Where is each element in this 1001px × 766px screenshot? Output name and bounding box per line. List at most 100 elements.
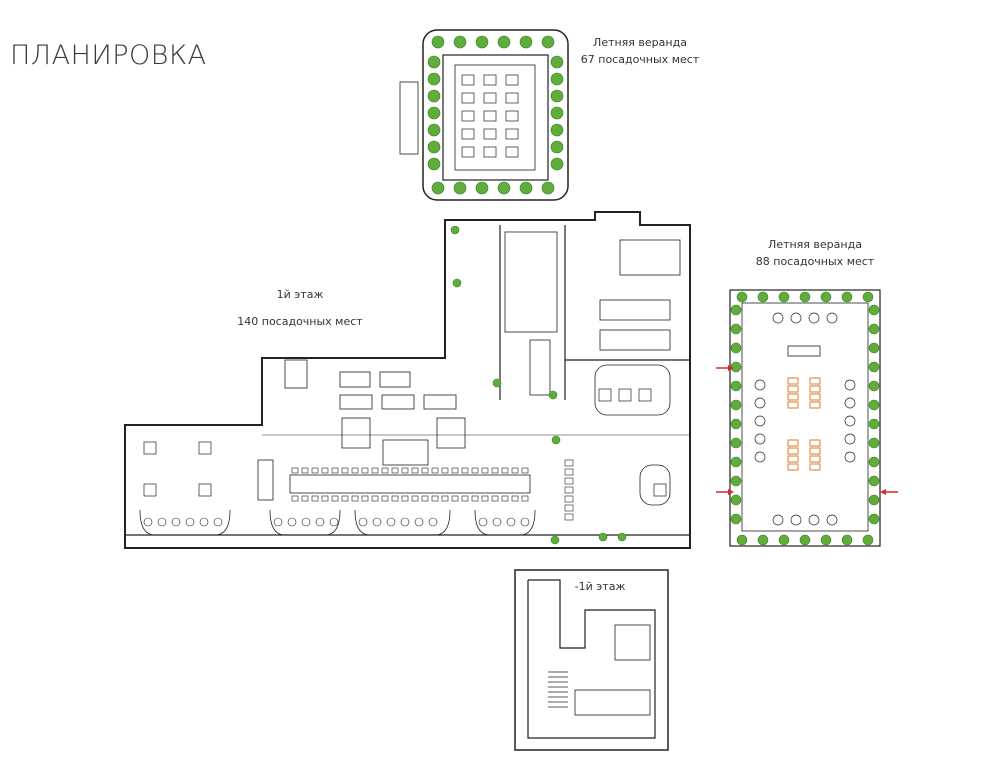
chair [521,495,529,502]
chair [441,495,449,502]
table [787,401,799,409]
chair [371,495,379,502]
table [844,397,856,409]
table [772,312,784,324]
chair [185,517,195,527]
entrance-arrow-icon [880,489,886,495]
floor-1-plan [124,211,691,549]
tree-icon [868,475,880,487]
floor-minus1-label: -1й этаж [574,580,626,593]
tree-icon [427,55,441,69]
chair [501,495,509,502]
table [790,514,802,526]
chair [351,467,359,474]
tree-icon [519,181,533,195]
table [198,441,212,455]
table [653,483,667,497]
tree-icon [550,123,564,137]
table [143,483,157,497]
table [483,146,497,158]
tree-icon [799,534,811,546]
tree-icon [730,380,742,392]
chair [511,495,519,502]
chair [361,495,369,502]
tree-icon [841,534,853,546]
chair [471,495,479,502]
tree-icon [868,456,880,468]
tree-icon [757,291,769,303]
tree-icon [730,399,742,411]
tree-icon [431,35,445,49]
tree-icon [862,534,874,546]
chair [564,486,574,494]
chair [478,517,488,527]
chair [321,495,329,502]
chair [331,495,339,502]
table [754,397,766,409]
table [505,128,519,140]
tree-icon [497,181,511,195]
table [618,388,632,402]
table [809,385,821,393]
tree-icon [497,35,511,49]
table [483,92,497,104]
table [826,514,838,526]
tree-icon [541,181,555,195]
chair [411,467,419,474]
tree-icon [757,534,769,546]
chair [491,467,499,474]
tree-icon [550,55,564,69]
tree-icon [736,534,748,546]
veranda-top-label: Летняя веранда 67 посадочных мест [570,34,710,68]
tree-icon [492,378,502,388]
table [143,441,157,455]
chair [329,517,339,527]
tree-icon [550,535,560,545]
tree-icon [617,532,627,542]
tree-icon [453,35,467,49]
chair [441,467,449,474]
entrance-arrow-icon [728,489,734,495]
table [754,379,766,391]
tree-icon [519,35,533,49]
chair [291,495,299,502]
table [844,451,856,463]
table [809,455,821,463]
chair [361,467,369,474]
table [809,439,821,447]
tree-icon [868,418,880,430]
tree-icon [427,89,441,103]
veranda-right-seats: 88 посадочных мест [755,255,875,268]
chair [199,517,209,527]
tree-icon [778,534,790,546]
veranda-top-name: Летняя веранда [593,36,687,49]
chair [501,467,509,474]
chair [421,467,429,474]
table [787,385,799,393]
table [808,514,820,526]
chair [291,467,299,474]
booth [269,509,341,536]
table [483,110,497,122]
tree-icon [730,304,742,316]
floor-minus1-plan [514,569,669,751]
table [787,447,799,455]
tree-icon [427,72,441,86]
tree-icon [868,361,880,373]
tree-icon [730,475,742,487]
chair [401,495,409,502]
table [787,439,799,447]
chair [421,495,429,502]
chair [506,517,516,527]
tree-icon [548,390,558,400]
chair [564,495,574,503]
chair [461,467,469,474]
table [844,379,856,391]
table [809,401,821,409]
chair [431,495,439,502]
table [844,433,856,445]
tree-icon [868,380,880,392]
chair [564,459,574,467]
tree-icon [730,513,742,525]
page-title: ПЛАНИРОВКА [10,40,207,71]
